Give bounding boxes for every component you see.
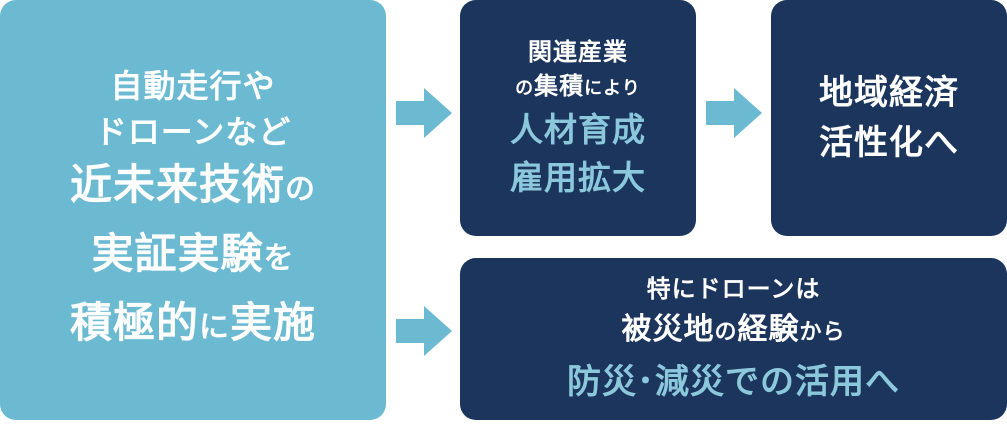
industry-line-1: 関連産業 [528,37,628,66]
left-line-3-particle: の [285,171,316,207]
industry-line-2-a: の [515,77,535,99]
industry-line-4: 雇用拡大 [510,157,646,197]
drone-line-2-a: 被災地 [621,312,715,347]
left-line-1: 自動走行や [110,66,276,105]
drone-line-2-d: から [799,320,846,345]
industry-line-2-b: 集積 [534,71,585,100]
drone-line-2: 被災地の経験から [621,308,845,356]
drone-line-3: 防災･減災での活用へ [567,362,900,402]
drone-disaster-box: 特にドローンは 被災地の経験から 防災･減災での活用へ [460,258,1007,420]
regional-economy-box: 地域経済 活性化へ [771,0,1007,236]
right-arrow-shape [706,88,762,138]
left-line-5-particle: に [199,309,230,345]
right-arrow-shape [396,88,452,138]
left-line-4-particle: を [263,240,295,276]
left-line-5-end: 実施 [230,297,317,347]
right-arrow-icon [706,88,762,138]
industry-cluster-box: 関連産業 の集積により 人材育成 雇用拡大 [460,0,696,236]
economy-line-2: 活性化へ [819,123,959,163]
industry-line-2: の集積により [515,69,641,106]
economy-line-1: 地域経済 [819,73,959,113]
left-line-3-main: 近未来技術 [69,159,285,209]
drone-line-2-c: 経験 [737,312,800,347]
drone-line-1: 特にドローンは [646,275,821,303]
left-line-5-main: 積極的 [69,297,199,347]
left-line-4-main: 実証実験 [91,228,264,278]
drone-line-2-b: の [714,320,738,345]
industry-line-2-c: により [584,77,641,99]
right-arrow-icon [396,88,452,138]
left-line-5: 積極的に実施 [70,293,316,362]
left-line-4: 実証実験を [91,224,294,293]
industry-line-3: 人材育成 [510,109,646,149]
right-arrow-icon [396,306,452,356]
left-box-tech-trials: 自動走行や ドローンなど 近未来技術の 実証実験を 積極的に実施 [0,0,386,420]
left-line-3: 近未来技術の [70,155,316,224]
right-arrow-shape [396,306,452,356]
left-line-2: ドローンなど [94,112,292,151]
